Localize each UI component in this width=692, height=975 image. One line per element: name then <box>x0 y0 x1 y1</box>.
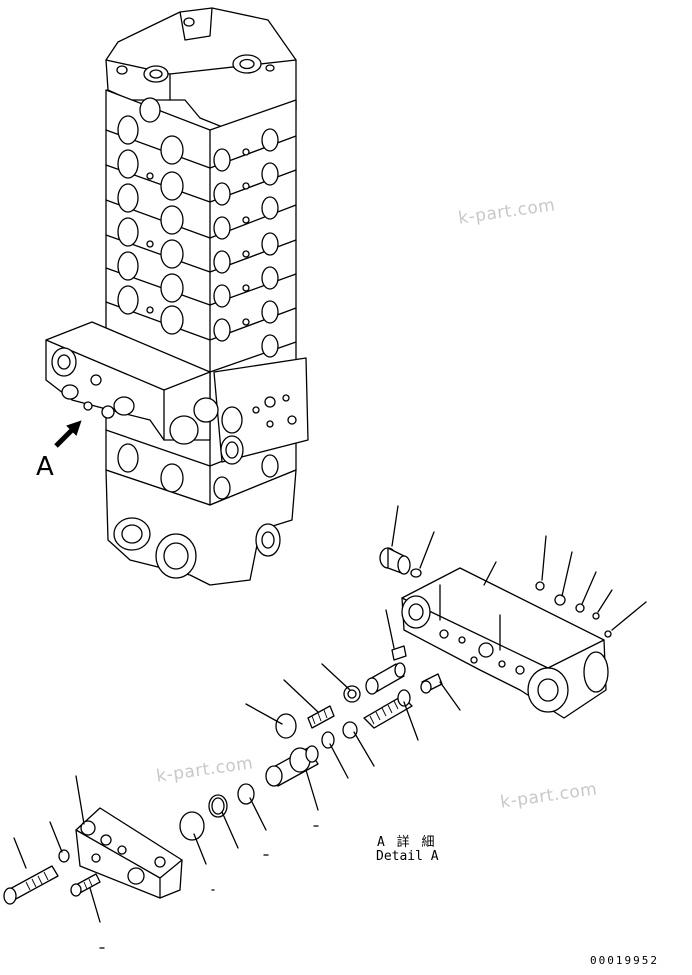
detail-a-english-title: Detail A <box>376 849 439 864</box>
leader-lines <box>13 505 647 949</box>
detail-a-japanese-title: A 詳 細 <box>377 835 437 850</box>
bolt <box>3 865 59 905</box>
valve-inlet-cover <box>105 469 297 586</box>
control-valve-stack <box>45 7 309 586</box>
left-side-valve-block <box>45 321 211 441</box>
valve-spool-parts <box>179 662 443 841</box>
service-valve-block <box>213 357 309 463</box>
plug-top <box>379 547 422 578</box>
figure-number: 00019952 <box>590 954 659 967</box>
detail-valve-block <box>401 567 607 719</box>
view-a-label: A <box>36 452 54 482</box>
view-a-arrow <box>54 420 82 448</box>
small-bolt <box>70 873 101 897</box>
detail-a-exploded-parts <box>3 505 647 949</box>
